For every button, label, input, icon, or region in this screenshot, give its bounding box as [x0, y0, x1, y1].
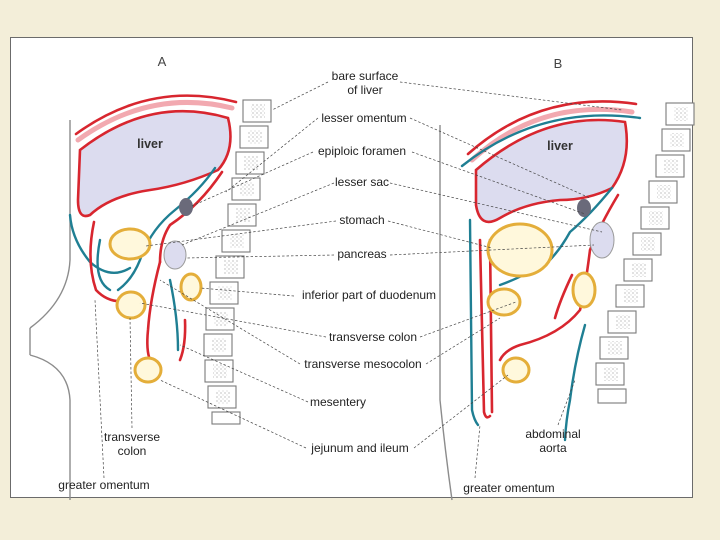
panel-b-stomach	[486, 222, 554, 278]
panel-a-body-wall	[29, 120, 71, 329]
center-labels: bare surface of liver lesser omentum epi…	[302, 69, 436, 455]
label-pancreas: pancreas	[337, 247, 386, 261]
label-inferior-duodenum: inferior part of duodenum	[302, 288, 436, 302]
panel-a-body-wall-lower	[29, 354, 71, 500]
label-transverse-mesocolon: transverse mesocolon	[304, 357, 421, 371]
panel-b-greater-omentum-label: greater omentum	[463, 481, 554, 495]
panel-a-duct	[179, 198, 193, 216]
panel-a-liver-label: liver	[137, 137, 163, 151]
panel-b-pancreas	[589, 221, 615, 259]
panel-a-liver	[76, 109, 232, 218]
label-lesser-omentum: lesser omentum	[321, 111, 406, 125]
panel-a-transverse-colon-label-2: colon	[118, 444, 147, 458]
panel-b-duct	[577, 199, 591, 217]
panel-a: liver A transverse colon greater omentum	[29, 54, 272, 500]
panel-b-small-intestine	[501, 356, 531, 384]
label-stomach: stomach	[339, 213, 384, 227]
panel-b-spine	[595, 102, 695, 404]
panel-a-spine	[203, 99, 272, 425]
panel-a-pancreas	[163, 240, 187, 270]
label-bare-surface-1: bare surface	[332, 69, 399, 83]
label-bare-surface-2: of liver	[347, 83, 382, 97]
panel-b-duodenum	[571, 271, 597, 309]
label-mesentery: mesentery	[310, 395, 366, 409]
panel-b-liver	[474, 118, 629, 224]
panel-a-stomach	[108, 227, 152, 261]
panel-b-body-wall	[439, 125, 453, 501]
label-jejunum-ileum: jejunum and ileum	[310, 441, 408, 455]
label-transverse-colon: transverse colon	[329, 330, 417, 344]
panel-b-aorta-label-2: aorta	[539, 441, 567, 455]
panel-b-aorta-label-1: abdominal	[525, 427, 580, 441]
panel-b-transverse-colon	[486, 287, 522, 317]
panel-a-duodenum	[179, 272, 203, 302]
panel-a-transverse-colon-label-1: transverse	[104, 430, 160, 444]
panel-a-small-intestine	[133, 356, 163, 384]
panel-b-liver-label: liver	[547, 139, 573, 153]
label-epiploic-foramen: epiploic foramen	[318, 144, 406, 158]
panel-a-letter: A	[158, 54, 167, 69]
panel-a-greater-omentum-label: greater omentum	[58, 478, 149, 492]
label-lesser-sac: lesser sac	[335, 175, 389, 189]
panel-a-transverse-colon	[115, 290, 147, 320]
panel-b-letter: B	[554, 56, 563, 71]
leader-lines	[94, 81, 623, 479]
panel-b: liver B abdominal aorta greater omentum	[439, 56, 695, 501]
